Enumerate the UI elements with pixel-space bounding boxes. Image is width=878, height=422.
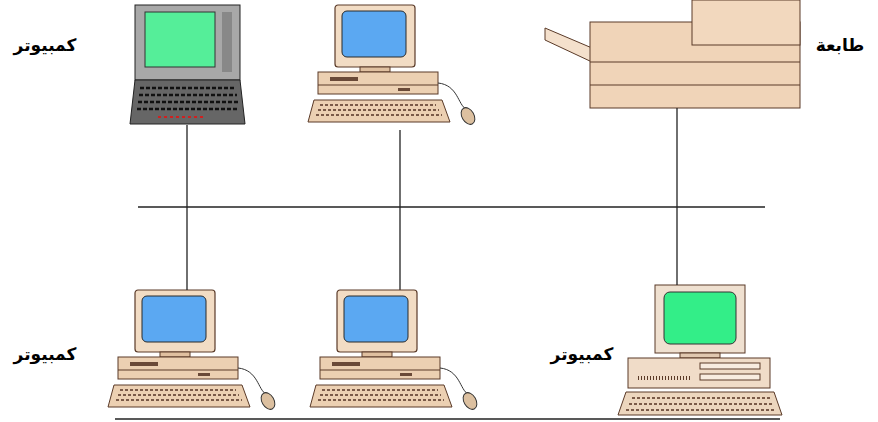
device-node: كمبيوتر <box>620 285 782 415</box>
desktop-symbol <box>108 5 480 412</box>
device-label: كمبيوتر <box>5 345 85 365</box>
laptop-symbol <box>130 5 245 124</box>
device-node: كمبيوتر <box>135 5 240 125</box>
device-label: طابعة <box>806 36 874 56</box>
device-node: كمبيوتر <box>108 290 283 415</box>
device-label: كمبيوتر <box>5 36 85 56</box>
device-label: كمبيوتر <box>543 345 621 365</box>
device-node: طابعة <box>590 0 800 108</box>
cable-line <box>676 108 677 285</box>
printer-symbol <box>545 0 800 108</box>
cable-line <box>186 125 187 290</box>
workstation-symbol <box>618 285 782 415</box>
